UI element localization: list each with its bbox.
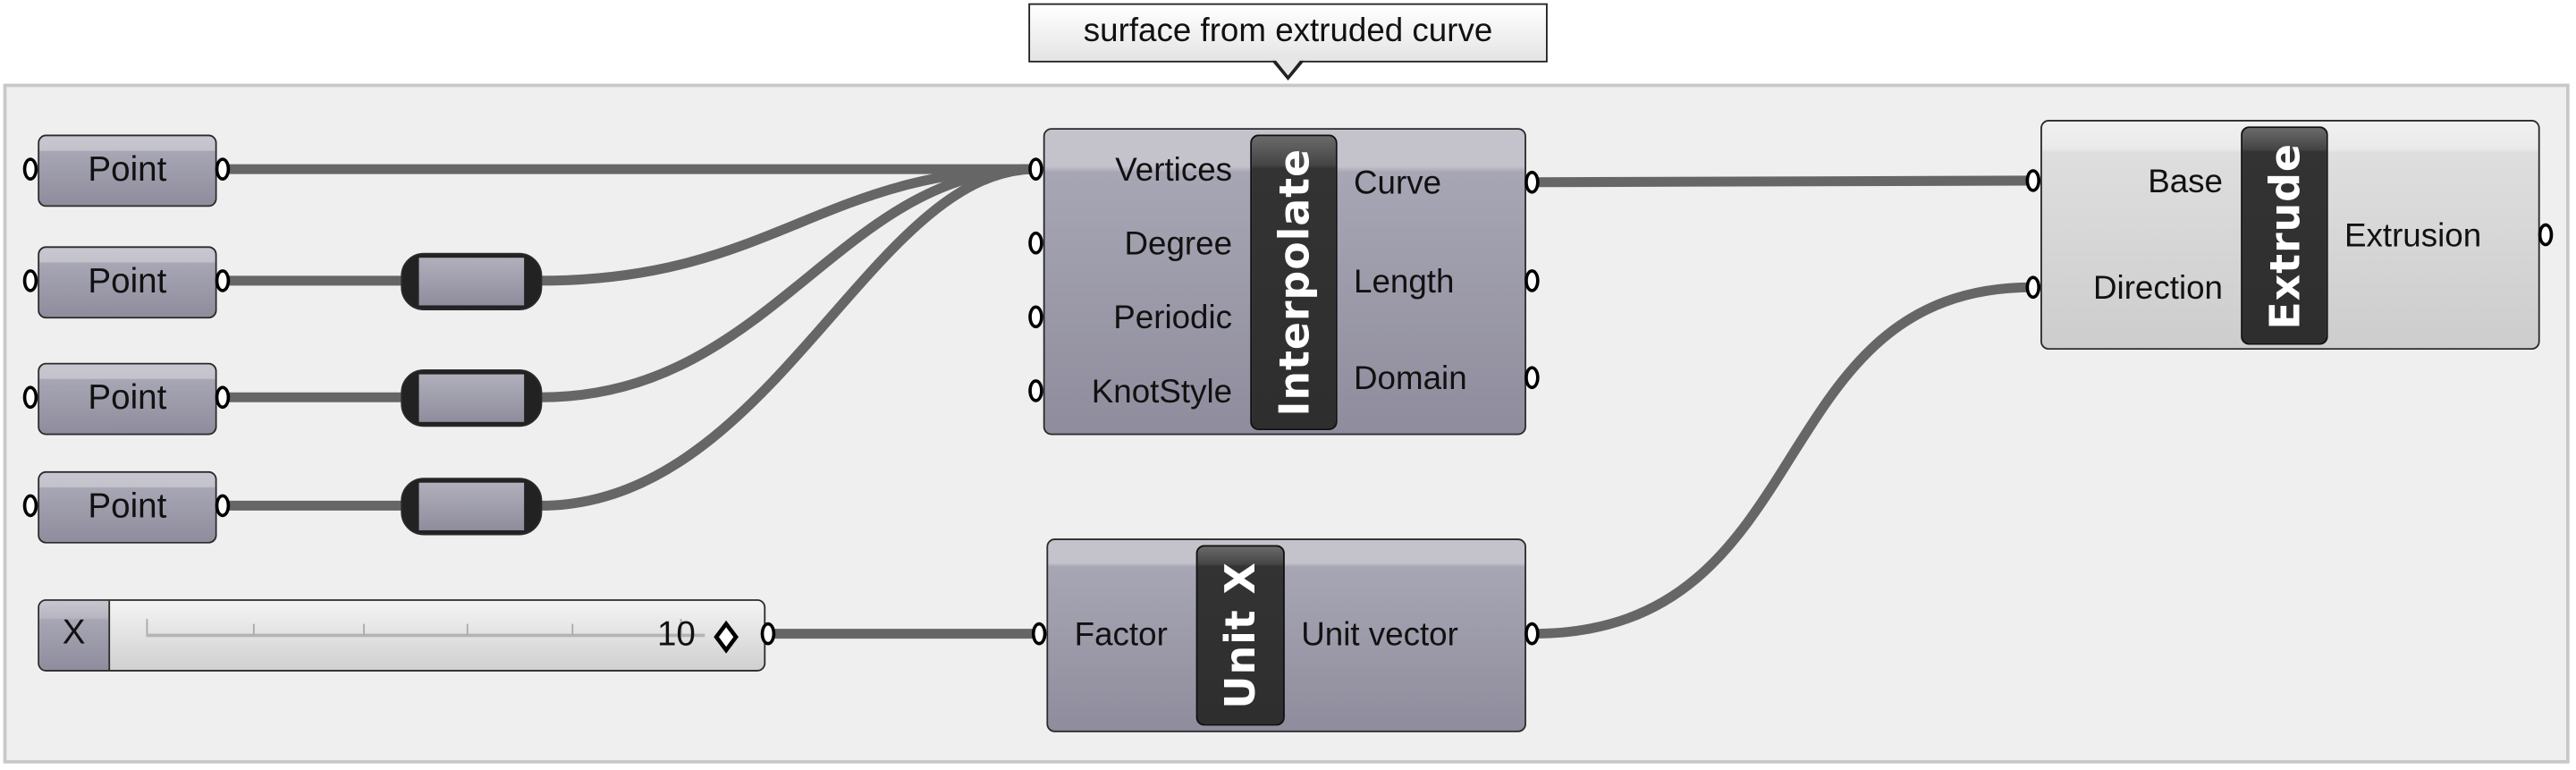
- interpolate-component[interactable]: Vertices Degree Periodic KnotStyle Inter…: [1043, 128, 1526, 436]
- point1-output-port[interactable]: [215, 157, 231, 181]
- wire-relay1-vertices[interactable]: [535, 164, 1041, 286]
- input-direction[interactable]: Direction: [2092, 270, 2224, 308]
- curve-port[interactable]: [1524, 170, 1540, 194]
- slider-tick: [571, 623, 574, 636]
- wire-unitvector-direction[interactable]: [1527, 282, 2038, 639]
- point-label: Point: [88, 379, 167, 418]
- point4-output-port[interactable]: [215, 494, 231, 518]
- point2-output-port[interactable]: [215, 269, 231, 292]
- point-param-3[interactable]: Point: [38, 362, 217, 436]
- point-label: Point: [88, 150, 167, 190]
- relay-1[interactable]: [401, 252, 543, 310]
- output-extrusion[interactable]: Extrusion: [2344, 218, 2482, 255]
- output-curve[interactable]: Curve: [1354, 165, 1442, 202]
- periodic-port[interactable]: [1028, 305, 1043, 329]
- input-base[interactable]: Base: [2148, 164, 2224, 200]
- slider-tick: [252, 623, 255, 636]
- unit-vector-port[interactable]: [1524, 622, 1540, 646]
- factor-port[interactable]: [1031, 622, 1047, 646]
- extrude-title-strip: Extrude: [2241, 126, 2328, 345]
- point2-input-port[interactable]: [22, 269, 38, 292]
- point4-input-port[interactable]: [22, 494, 38, 518]
- point1-input-port[interactable]: [22, 157, 38, 181]
- base-port[interactable]: [2025, 169, 2041, 192]
- slider-tick: [466, 623, 469, 636]
- slider-name: X: [39, 600, 111, 671]
- unit-x-title: Unit X: [1216, 562, 1264, 709]
- relay-3[interactable]: [401, 478, 543, 536]
- point-param-1[interactable]: Point: [38, 134, 217, 207]
- slider-tick: [146, 619, 148, 636]
- length-port[interactable]: [1524, 269, 1540, 292]
- slider-output-port[interactable]: [760, 622, 776, 646]
- input-factor[interactable]: Factor: [1074, 617, 1168, 654]
- knotstyle-port[interactable]: [1028, 379, 1043, 402]
- wire-relay3-vertices[interactable]: [535, 164, 1041, 511]
- input-degree[interactable]: Degree: [1124, 226, 1233, 263]
- diamond-icon[interactable]: [713, 620, 739, 654]
- slider-tick: [680, 619, 682, 636]
- input-periodic[interactable]: Periodic: [1113, 300, 1233, 337]
- wire-relay2-vertices[interactable]: [535, 164, 1041, 402]
- group-label: surface from extruded curve: [1028, 3, 1548, 63]
- domain-port[interactable]: [1524, 366, 1540, 390]
- extrusion-port[interactable]: [2538, 223, 2554, 247]
- output-domain[interactable]: Domain: [1354, 360, 1467, 398]
- number-slider[interactable]: X 10: [38, 599, 766, 672]
- interpolate-title: Interpolate: [1270, 148, 1318, 417]
- output-unit-vector[interactable]: Unit vector: [1301, 617, 1458, 654]
- vertices-port[interactable]: [1028, 157, 1043, 181]
- interpolate-title-strip: Interpolate: [1250, 134, 1338, 430]
- output-length[interactable]: Length: [1354, 264, 1455, 300]
- input-knotstyle[interactable]: KnotStyle: [1091, 374, 1233, 410]
- unit-x-title-strip: Unit X: [1195, 545, 1285, 726]
- wire-curve-base[interactable]: [1527, 175, 2038, 188]
- point-label: Point: [88, 262, 167, 300]
- direction-port[interactable]: [2025, 275, 2041, 300]
- point3-output-port[interactable]: [215, 385, 231, 410]
- extrude-title: Extrude: [2260, 142, 2309, 329]
- relay-2[interactable]: [401, 369, 543, 427]
- slider-value: 10: [656, 615, 696, 654]
- point3-input-port[interactable]: [22, 385, 38, 410]
- unit-x-component[interactable]: Factor Unit X Unit vector: [1046, 538, 1526, 732]
- degree-port[interactable]: [1028, 231, 1043, 255]
- extrude-component[interactable]: Base Direction Extrude Extrusion: [2040, 120, 2540, 351]
- input-vertices[interactable]: Vertices: [1115, 152, 1233, 190]
- point-param-4[interactable]: Point: [38, 470, 217, 544]
- slider-track[interactable]: [146, 633, 705, 638]
- point-param-2[interactable]: Point: [38, 246, 217, 319]
- slider-tick: [363, 623, 365, 636]
- point-label: Point: [88, 487, 167, 526]
- group-label-pointer-fill: [1274, 59, 1302, 76]
